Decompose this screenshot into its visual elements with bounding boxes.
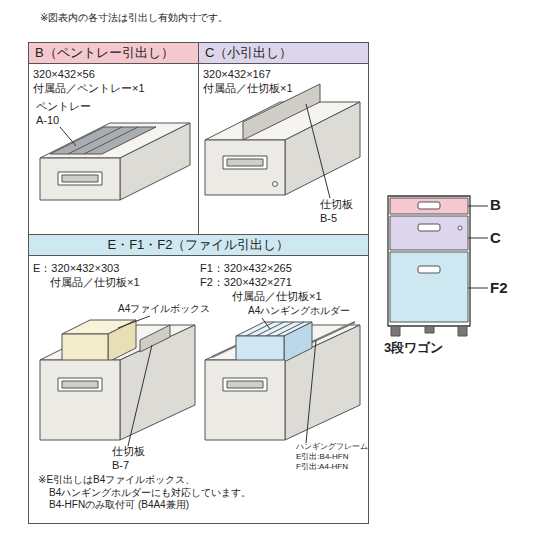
panel-heading: E・F1・F2（ファイル引出し）: [29, 235, 368, 256]
divider-panel: [140, 325, 170, 352]
dimension-text: E：320×432×303: [33, 262, 198, 276]
leader-line: [306, 104, 330, 198]
panel-heading: B（ペントレー引出し）: [29, 43, 198, 64]
holder-top: [236, 322, 312, 336]
accessory-text: 付属品／仕切板×1: [50, 276, 200, 290]
note-text: ※図表内の各寸法は引出し有効内寸です。: [40, 12, 460, 25]
note-text: ※E引出しはB4ファイルボックス、 B4ハンギングホルダーにも対応しています。 …: [38, 474, 263, 512]
file-box-front: [62, 334, 108, 362]
caster: [458, 326, 467, 336]
drawer-front: [205, 360, 285, 440]
drawer-side: [120, 123, 190, 200]
file-box-top: [62, 320, 136, 334]
drawer-side: [285, 325, 360, 440]
product-name: 3段ワゴン: [384, 340, 494, 356]
dimension-text: 320×432×56: [33, 68, 193, 82]
dimension-text: F1：320×432×265: [200, 262, 365, 276]
hanging-rail: [280, 322, 355, 357]
holder-side: [284, 322, 312, 362]
pen-tray-divider: [68, 127, 122, 154]
handle-recess: [227, 381, 263, 388]
wagon-handle: [418, 266, 440, 273]
drawer-handle: [223, 156, 267, 169]
pen-tray: [50, 127, 156, 154]
drawer-front: [40, 158, 120, 200]
accessory-text: 付属品／仕切板×1: [232, 290, 362, 304]
tray-opening: [40, 123, 190, 158]
hanging-rail: [212, 322, 287, 357]
leader-line: [468, 288, 488, 289]
folder-edge: [246, 322, 274, 336]
wagon-handle: [418, 202, 440, 209]
handle-recess: [62, 175, 98, 182]
drawer-handle: [58, 378, 102, 391]
leader-line: [60, 127, 76, 146]
dimension-text: F2：320×432×271: [200, 276, 365, 290]
accessory-text: 付属品／仕切板×1: [203, 82, 363, 96]
handle-recess: [227, 159, 263, 166]
drawer-opening: [205, 102, 360, 140]
drawer-front: [40, 360, 120, 440]
holder-front: [236, 336, 284, 362]
wagon-drawer-f2: [390, 252, 468, 322]
leader-line: [128, 345, 152, 446]
part-name: ペントレー A-10: [36, 100, 98, 128]
part-name: A4ハンギングホルダー: [248, 305, 366, 318]
drawer-side: [285, 102, 360, 195]
wagon-drawer-b: [390, 198, 468, 214]
leader-line: [306, 340, 316, 443]
caster: [425, 326, 434, 333]
part-name: 仕切板 B-5: [320, 198, 366, 226]
leader-line: [468, 206, 488, 207]
wagon-handle: [418, 224, 440, 231]
drawer-handle: [223, 378, 267, 391]
drawer-lock: [273, 182, 278, 187]
leader-line: [118, 316, 150, 328]
caster: [391, 326, 400, 336]
accessory-text: 付属品／ペントレー×1: [33, 82, 193, 96]
part-name: A4ファイルボックス: [118, 303, 230, 316]
drawer-letter: B: [490, 196, 530, 215]
panel-heading: C（小引出し）: [199, 43, 368, 64]
handle-recess: [62, 381, 98, 388]
wagon-lock: [458, 226, 462, 230]
part-name: 仕切板 B-7: [112, 445, 158, 473]
folder-edge: [276, 322, 304, 336]
dimension-text: 320×432×167: [203, 68, 363, 82]
drawer-handle: [58, 172, 102, 185]
leader-line: [468, 238, 488, 239]
drawer-front: [205, 140, 285, 195]
pen-tray-divider: [84, 127, 138, 154]
file-box-side: [108, 320, 136, 362]
folder-edge: [256, 322, 284, 336]
wagon-drawer-c: [390, 216, 468, 250]
folder-edge: [266, 322, 294, 336]
drawer-letter: F2: [490, 279, 530, 298]
leader-line: [262, 318, 270, 329]
drawer-opening: [205, 325, 360, 360]
wagon-body: [388, 196, 470, 326]
drawer-opening: [40, 325, 195, 360]
drawer-letter: C: [490, 229, 530, 248]
part-name: ハンギングフレーム E引出:B4-HFN F引出:A4-HFN: [296, 442, 372, 472]
drawer-side: [120, 325, 195, 440]
